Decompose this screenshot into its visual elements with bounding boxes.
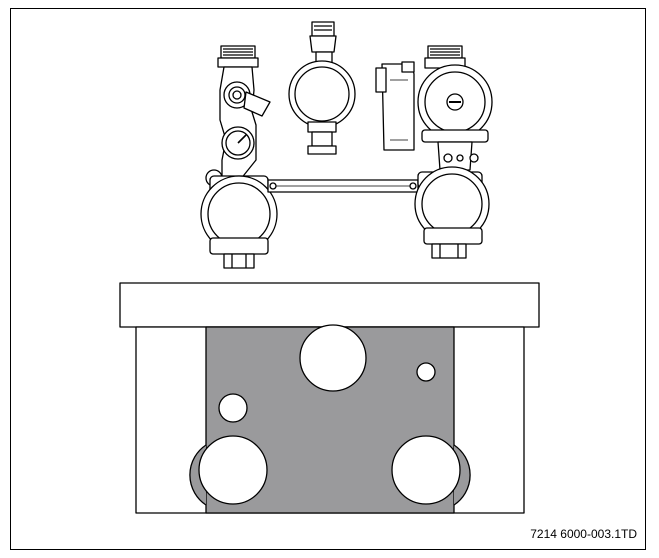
pressure-gauge-icon <box>221 126 255 160</box>
mounting-box <box>119 282 540 514</box>
figure-reference-code: 7214 6000-003.1TD <box>530 527 637 541</box>
center-ball-valve <box>288 21 356 155</box>
strainer-valve-icon <box>223 81 271 117</box>
left-union-nut <box>200 175 278 269</box>
plate-hole-small-left <box>218 393 248 423</box>
circulation-pump-icon <box>417 64 493 143</box>
left-pipe-assembly <box>200 45 278 269</box>
pump-control-box <box>375 61 415 151</box>
bypass-crossbar <box>267 179 419 193</box>
right-pump-assembly <box>375 45 493 259</box>
plate-hole-top <box>299 324 367 392</box>
plate-hole-small-right <box>416 362 436 382</box>
right-union-nut <box>414 166 490 259</box>
plate-hole-bottom-left <box>198 435 268 505</box>
plate-hole-bottom-right <box>391 435 461 505</box>
box-lid <box>119 282 540 328</box>
